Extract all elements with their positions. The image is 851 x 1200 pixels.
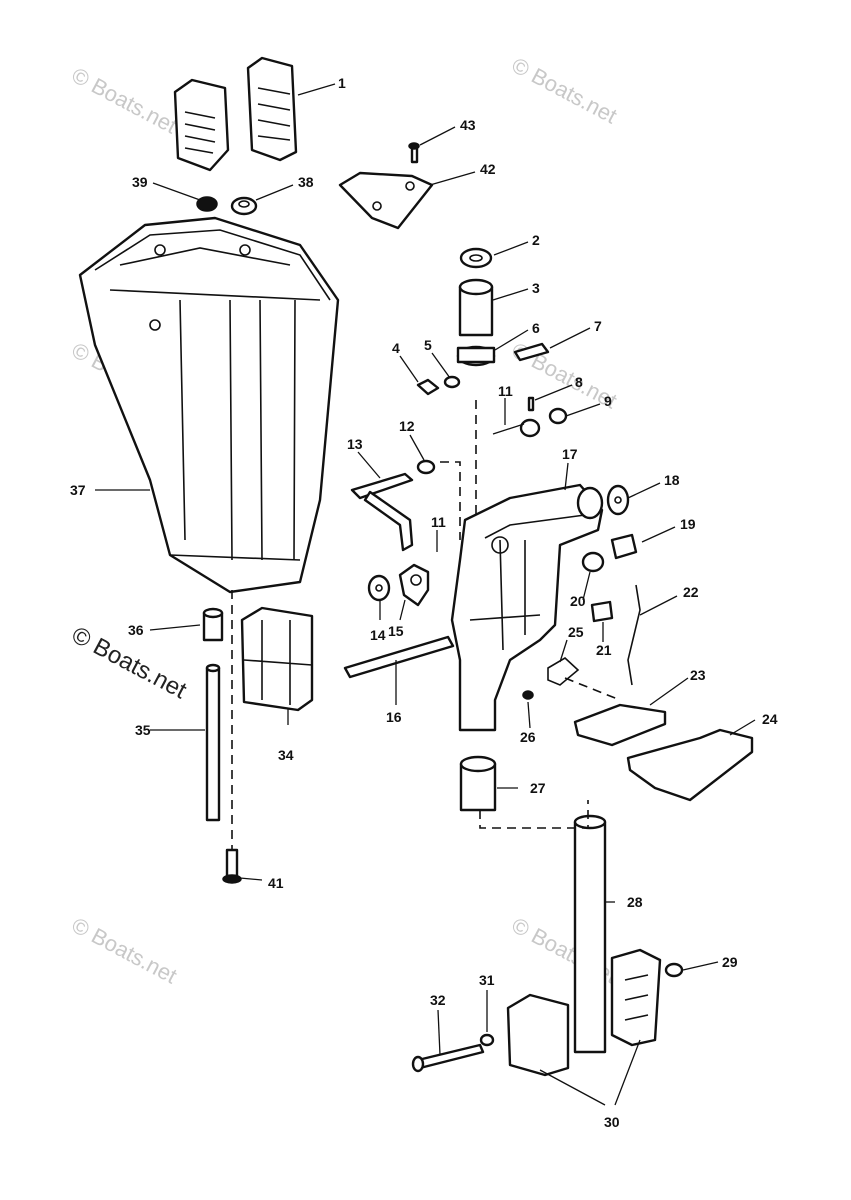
callout-23: 23	[690, 667, 706, 683]
part-34-lower-mount	[240, 606, 314, 712]
part-14-15-16	[343, 563, 455, 679]
callout-18: 18	[664, 472, 680, 488]
callout-37: 37	[70, 482, 86, 498]
callout-26: 26	[520, 729, 536, 745]
callout-39: 39	[132, 174, 148, 190]
part-38-39-nuts	[196, 196, 258, 216]
callout-11-upper: 11	[498, 383, 513, 399]
callout-38: 38	[298, 174, 314, 190]
part-18-22	[581, 484, 641, 686]
callout-3: 3	[532, 280, 540, 296]
callout-29: 29	[722, 954, 738, 970]
callout-20: 20	[570, 593, 586, 609]
callout-42: 42	[480, 161, 496, 177]
part-37-driveshaft-housing	[78, 216, 340, 594]
callout-36: 36	[128, 622, 144, 638]
part-12-13	[350, 459, 436, 552]
part-36-35-41	[202, 607, 242, 884]
callout-9: 9	[604, 393, 612, 409]
alignment-lines	[231, 400, 621, 850]
callout-15: 15	[388, 623, 404, 639]
callout-31: 31	[479, 972, 495, 988]
callout-labels: 1 43 42 39 38 2 3 6 7 4 5 8 11 9 12 13 1…	[70, 75, 778, 1130]
callout-8: 8	[575, 374, 583, 390]
callout-7: 7	[594, 318, 602, 334]
callout-6: 6	[532, 320, 540, 336]
callout-35: 35	[135, 722, 151, 738]
callout-30: 30	[604, 1114, 620, 1130]
part-42-43	[338, 142, 434, 230]
watermark-top-left: © Boats.net	[68, 62, 182, 138]
callout-24: 24	[762, 711, 778, 727]
callout-2: 2	[532, 232, 540, 248]
callout-14: 14	[370, 627, 386, 643]
part-27-28	[459, 755, 607, 1054]
callout-17: 17	[562, 446, 578, 462]
callout-11-lower: 11	[431, 514, 446, 530]
callout-34: 34	[278, 747, 294, 763]
callout-12: 12	[399, 418, 415, 434]
callout-16: 16	[386, 709, 402, 725]
part-17-swivel-bracket	[450, 483, 604, 732]
part-2-3-6-7	[456, 247, 550, 367]
callout-43: 43	[460, 117, 476, 133]
callout-5: 5	[424, 337, 432, 353]
callout-32: 32	[430, 992, 446, 1008]
part-29-32	[411, 948, 684, 1077]
watermark-bottom-left: © Boats.net	[68, 912, 182, 988]
small-hardware	[416, 375, 568, 438]
callout-1: 1	[338, 75, 346, 91]
leader-lines	[95, 83, 756, 1106]
callout-41: 41	[268, 875, 284, 891]
part-23-26	[522, 657, 754, 802]
callout-27: 27	[530, 780, 546, 796]
part-1-upper-mounts	[173, 56, 298, 172]
callout-13: 13	[347, 436, 363, 452]
callout-22: 22	[683, 584, 699, 600]
callout-19: 19	[680, 516, 696, 532]
callout-28: 28	[627, 894, 643, 910]
callout-25: 25	[568, 624, 584, 640]
callout-4: 4	[392, 340, 400, 356]
callout-21: 21	[596, 642, 612, 658]
watermark-top-right: © Boats.net	[508, 52, 622, 128]
